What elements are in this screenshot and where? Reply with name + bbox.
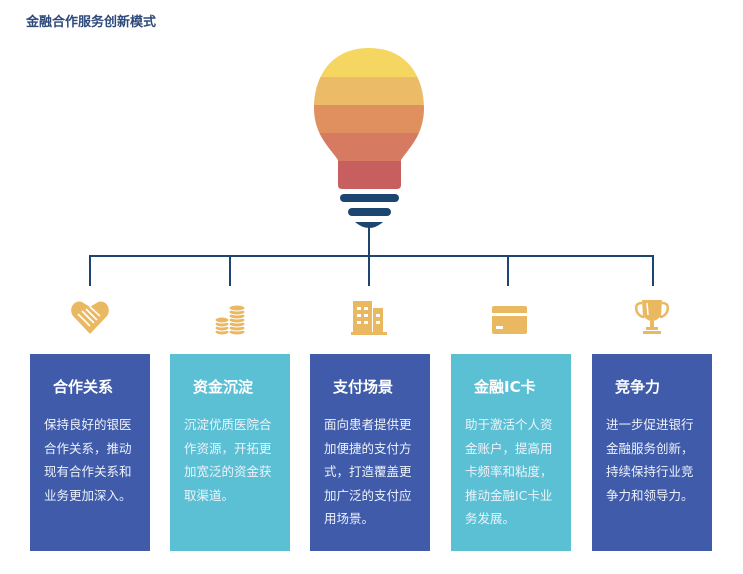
card-ic-card: 金融IC卡 助于激活个人资金账户，提高用卡频率和粘度，推动金融IC卡业务发展。 [451,354,571,551]
card-body: 保持良好的银医合作关系，推动现有合作关系和业务更加深入。 [44,417,132,503]
card-title: 金融IC卡 [474,378,536,396]
card-body: 助于激活个人资金账户，提高用卡频率和粘度，推动金融IC卡业务发展。 [465,417,553,526]
card-payment: 支付场景 面向患者提供更加便捷的支付方式，打造覆盖更加广泛的支付应用场景。 [310,354,430,551]
card-title: 合作关系 [53,378,114,396]
coins-icon [214,304,246,336]
connector-lines [89,226,654,286]
card-title: 资金沉淀 [193,378,254,396]
card-body: 沉淀优质医院合作资源，开拓更加宽泛的资金获取渠道。 [184,417,272,503]
handshake-icon [71,301,109,334]
card-funds: 资金沉淀 沉淀优质医院合作资源，开拓更加宽泛的资金获取渠道。 [170,354,290,551]
card-cooperation: 合作关系 保持良好的银医合作关系，推动现有合作关系和业务更加深入。 [30,354,150,551]
trophy-icon [634,300,670,334]
card-body: 进一步促进银行金融服务创新，持续保持行业竞争力和领导力。 [606,417,694,503]
page-title: 金融合作服务创新模式 [26,15,157,30]
card-title: 竞争力 [615,378,661,396]
bulb-base [340,194,399,228]
card-competitiveness: 竞争力 进一步促进银行金融服务创新，持续保持行业竞争力和领导力。 [592,354,712,551]
building-icon [351,301,387,335]
lightbulb-icon [314,48,424,189]
card-title: 支付场景 [333,378,394,396]
card-body: 面向患者提供更加便捷的支付方式，打造覆盖更加广泛的支付应用场景。 [324,417,412,526]
card-icon [492,306,527,334]
